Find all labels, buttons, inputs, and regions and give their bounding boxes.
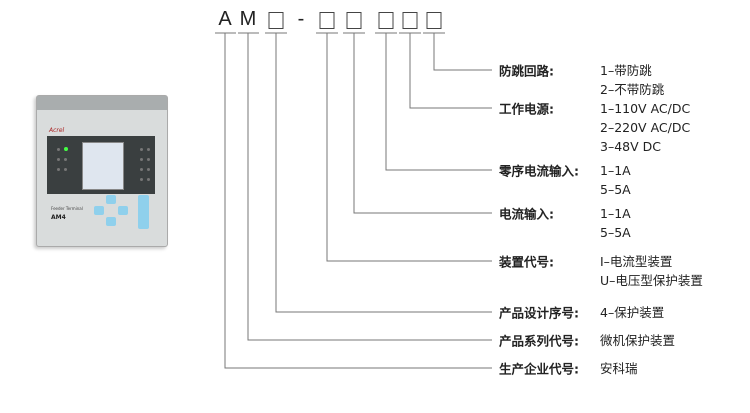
field-value: I–电流型装置 bbox=[600, 254, 673, 269]
code-letter-a: A bbox=[218, 8, 232, 30]
field-values: I–电流型装置 U–电压型保护装置 bbox=[600, 252, 703, 290]
field-value: 2–不带防跳 bbox=[600, 82, 665, 97]
left-key bbox=[94, 206, 104, 215]
field-values: 4–保护装置 bbox=[600, 303, 664, 322]
led-icon bbox=[140, 178, 143, 181]
device-model: AM4 bbox=[51, 214, 66, 221]
code-placeholder bbox=[378, 12, 394, 29]
code-letter-m: M bbox=[239, 8, 257, 30]
led-icon bbox=[147, 178, 150, 181]
code-placeholder bbox=[346, 12, 362, 29]
led-icon bbox=[57, 168, 60, 171]
field-value: 2–220V AC/DC bbox=[600, 120, 691, 135]
device-top bbox=[37, 96, 167, 110]
led-icon bbox=[140, 158, 143, 161]
led-icon bbox=[147, 168, 150, 171]
device-brand: Acrel bbox=[49, 127, 65, 134]
field-value: 1–1A bbox=[600, 206, 631, 221]
code-placeholder bbox=[426, 12, 442, 29]
code-placeholder bbox=[319, 12, 335, 29]
field-label: 零序电流输入: bbox=[499, 163, 579, 179]
led-icon bbox=[140, 168, 143, 171]
led-icon bbox=[147, 158, 150, 161]
field-values: 1–110V AC/DC 2–220V AC/DC 3–48V DC bbox=[600, 99, 690, 156]
led-icon bbox=[57, 148, 60, 151]
field-label: 产品设计序号: bbox=[499, 305, 579, 321]
field-value: 安科瑞 bbox=[600, 361, 638, 376]
field-value: U–电压型保护装置 bbox=[600, 273, 703, 288]
field-label: 工作电源: bbox=[499, 101, 554, 117]
field-values: 1–1A 5–5A bbox=[600, 161, 631, 199]
field-value: 1–带防跳 bbox=[600, 63, 652, 78]
field-label: 产品系列代号: bbox=[499, 333, 579, 349]
field-values: 安科瑞 bbox=[600, 359, 638, 378]
led-icon bbox=[64, 147, 68, 151]
device-screen bbox=[82, 142, 124, 190]
field-value: 1–110V AC/DC bbox=[600, 101, 691, 116]
field-label: 防跳回路: bbox=[499, 63, 554, 79]
field-value: 微机保护装置 bbox=[600, 333, 676, 348]
led-icon bbox=[64, 158, 67, 161]
field-label: 电流输入: bbox=[499, 206, 554, 222]
led-icon bbox=[57, 158, 60, 161]
field-value: 5–5A bbox=[600, 182, 631, 197]
code-placeholder bbox=[268, 12, 284, 29]
device-image: Acrel Feeder Terminal AM4 bbox=[36, 95, 168, 247]
function-keys bbox=[138, 195, 149, 229]
field-values: 1–1A 5–5A bbox=[600, 204, 631, 242]
led-icon bbox=[147, 148, 150, 151]
field-label: 生产企业代号: bbox=[499, 361, 579, 377]
field-value: 4–保护装置 bbox=[600, 305, 665, 320]
up-key bbox=[106, 195, 116, 204]
right-key bbox=[118, 206, 128, 215]
led-icon bbox=[140, 148, 143, 151]
down-key bbox=[106, 217, 116, 226]
field-values: 1–带防跳 2–不带防跳 bbox=[600, 61, 664, 99]
field-value: 5–5A bbox=[600, 225, 631, 240]
code-placeholder bbox=[402, 12, 418, 29]
field-value: 3–48V DC bbox=[600, 139, 661, 154]
field-label: 装置代号: bbox=[499, 254, 554, 270]
code-dash: - bbox=[297, 8, 305, 30]
led-icon bbox=[64, 168, 67, 171]
device-subtitle: Feeder Terminal bbox=[51, 206, 83, 211]
field-value: 1–1A bbox=[600, 163, 631, 178]
field-values: 微机保护装置 bbox=[600, 331, 675, 350]
